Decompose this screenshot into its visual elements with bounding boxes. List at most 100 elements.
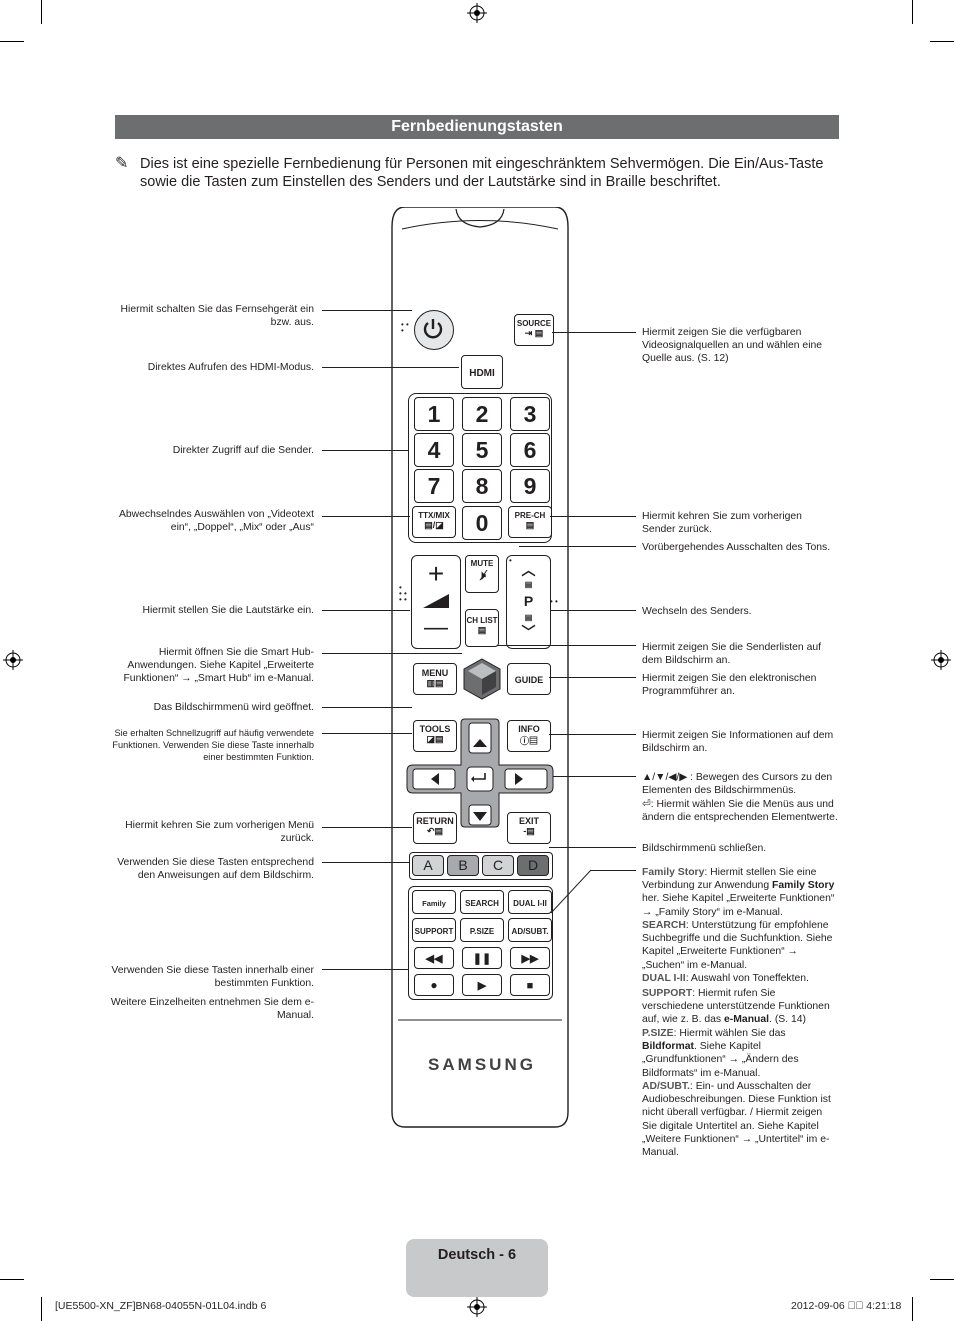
search-button[interactable]: SEARCH [460, 890, 504, 914]
digit-7-button[interactable]: 7 [414, 469, 454, 503]
menu-icon: ▥▤ [426, 678, 444, 688]
leader-line [549, 677, 636, 678]
callout-info: Hiermit zeigen Sie Informationen auf dem… [642, 730, 834, 755]
volume-level-icon [423, 594, 449, 608]
leader-line [322, 450, 408, 451]
samsung-logo: SAMSUNG [428, 1055, 536, 1074]
callout-support: SUPPORT: Hiermit rufen Sie verschiedene … [642, 987, 838, 1027]
play-icon: ▶ [477, 980, 487, 992]
digit-4-button[interactable]: 4 [414, 433, 454, 467]
leader-line [322, 707, 412, 708]
callout-tools: Sie erhalten Schnellzugriff auf häufig v… [112, 728, 314, 762]
crop-mark [912, 1297, 913, 1321]
info-label: INFO [518, 724, 540, 734]
p-size-button[interactable]: P.SIZE [460, 918, 504, 942]
search-text: : Unterstützung für empfohlene Suchbegri… [642, 920, 833, 971]
color-button-c[interactable]: C [482, 855, 514, 876]
pause-button[interactable]: ❚❚ [462, 947, 502, 969]
rewind-button[interactable]: ◀◀ [414, 947, 454, 969]
ttx-mix-button[interactable]: TTX/MIX ▤/◪ [412, 506, 456, 538]
callout-color: Verwenden Sie diese Tasten entsprechend … [117, 857, 314, 882]
callout-media-1: Verwenden Sie diese Tasten innerhalb ein… [111, 965, 314, 990]
digit-0-button[interactable]: 0 [462, 506, 502, 540]
volume-up-icon: + [427, 558, 445, 589]
color-button-d[interactable]: D [517, 855, 549, 876]
search-label: SEARCH [465, 899, 499, 908]
pre-ch-button[interactable]: PRE-CH ▤ [508, 506, 552, 538]
digit-9-button[interactable]: 9 [510, 469, 550, 503]
leader-line [322, 367, 459, 368]
support-label: SUPPORT [414, 927, 454, 936]
stop-button[interactable]: ■ [510, 974, 550, 996]
number-pad [408, 393, 552, 543]
callout-numbers: Direkter Zugriff auf die Sender. [172, 445, 314, 456]
return-icon: ↶▤ [426, 826, 444, 836]
hdmi-button[interactable]: HDMI [461, 355, 503, 389]
tools-label: TOOLS [419, 724, 451, 734]
channel-down-sub-icon: ▤ [524, 613, 533, 622]
family-story-text-1: : Hiermit stellen Sie eine Verbindung zu… [642, 867, 817, 892]
teletext-icon: ▤/◪ [424, 520, 444, 530]
navigation-pad[interactable] [405, 717, 555, 829]
family-story-text-2: her. Siehe Kapitel „Erweiterte Funktione… [642, 893, 835, 918]
print-date-info: 2012-09-06 ￿￿ 4:21:18 [791, 1300, 902, 1312]
channel-up-sub-icon: ▤ [524, 580, 533, 589]
mute-button[interactable]: MUTE 🕨̸ [465, 555, 499, 593]
pre-ch-label: PRE-CH [514, 511, 546, 520]
digit-6-button[interactable]: 6 [510, 433, 550, 467]
callout-family-story: Family Story: Hiermit stellen Sie eine V… [642, 866, 842, 919]
return-button[interactable]: RETURN ↶▤ [413, 812, 457, 844]
guide-button[interactable]: GUIDE [507, 663, 551, 695]
fast-forward-button[interactable]: ▶▶ [510, 947, 550, 969]
leader-line [322, 969, 409, 970]
intro-text: Dies ist eine spezielle Fernbedienung fü… [140, 156, 824, 190]
digit-5-button[interactable]: 5 [462, 433, 502, 467]
smart-hub-button[interactable] [462, 657, 502, 701]
family-story-term: Family Story [642, 867, 705, 878]
guide-label: GUIDE [514, 675, 544, 685]
channel-rocker[interactable]: ︿ ▤ P ▤ ﹀ [506, 555, 551, 649]
dual-button[interactable]: DUAL I-II [508, 890, 552, 914]
crop-mark [41, 0, 42, 24]
callout-enter-text: : Hiermit wählen Sie die Menüs aus und ä… [642, 799, 838, 824]
info-button[interactable]: INFO ⓘ▤ [507, 720, 551, 752]
play-button[interactable]: ▶ [462, 974, 502, 996]
leader-line [519, 546, 636, 547]
tools-button[interactable]: TOOLS ◪▤ [413, 720, 457, 752]
callout-search: SEARCH: Unterstützung für empfohlene Suc… [642, 919, 838, 972]
crop-mark [912, 0, 913, 24]
mute-icon: 🕨̸ [478, 568, 486, 582]
leader-line [549, 734, 636, 735]
family-story-button[interactable]: Family Story [412, 890, 456, 932]
support-button[interactable]: SUPPORT [412, 918, 456, 942]
color-button-a[interactable]: A [412, 855, 444, 876]
digit-3-button[interactable]: 3 [510, 397, 550, 431]
tools-icon: ◪▤ [426, 734, 444, 744]
digit-8-button[interactable]: 8 [462, 469, 502, 503]
adsubt-term: AD/SUBT. [642, 1081, 690, 1092]
menu-button[interactable]: MENU ▥▤ [413, 663, 457, 695]
callout-media-2: Weitere Einzelheiten entnehmen Sie dem e… [110, 997, 314, 1022]
callout-source: Hiermit zeigen Sie die verfügbaren Video… [642, 327, 823, 365]
callout-adsubt: AD/SUBT.: Ein- und Ausschalten der Audio… [642, 1080, 838, 1159]
callout-return: Hiermit kehren Sie zum vorherigen Menü z… [125, 820, 314, 845]
power-button[interactable] [414, 310, 454, 350]
ch-list-button[interactable]: CH LIST ▤ [465, 609, 499, 647]
exit-button[interactable]: EXIT -▤ [507, 812, 551, 844]
source-button[interactable]: SOURCE ⇥ ▤ [514, 314, 554, 346]
leader-line [322, 733, 412, 734]
callout-prech: Hiermit kehren Sie zum vorherigen Sender… [642, 511, 802, 536]
power-icon [423, 319, 443, 339]
digit-1-button[interactable]: 1 [414, 397, 454, 431]
digit-2-button[interactable]: 2 [462, 397, 502, 431]
color-button-b[interactable]: B [447, 855, 479, 876]
leader-line [550, 516, 636, 517]
ad-subt-button[interactable]: AD/SUBT. [508, 918, 552, 942]
print-file-info: [UE5500-XN_ZF]BN68-04055N-01L04.indb 6 [55, 1300, 267, 1312]
crop-mark [930, 41, 954, 42]
record-button[interactable]: ● [414, 974, 454, 996]
pause-icon: ❚❚ [472, 953, 492, 965]
callout-volume: Hiermit stellen Sie die Lautstärke ein. [142, 605, 314, 616]
crop-mark [0, 1279, 24, 1280]
volume-rocker[interactable]: + — [411, 555, 461, 649]
